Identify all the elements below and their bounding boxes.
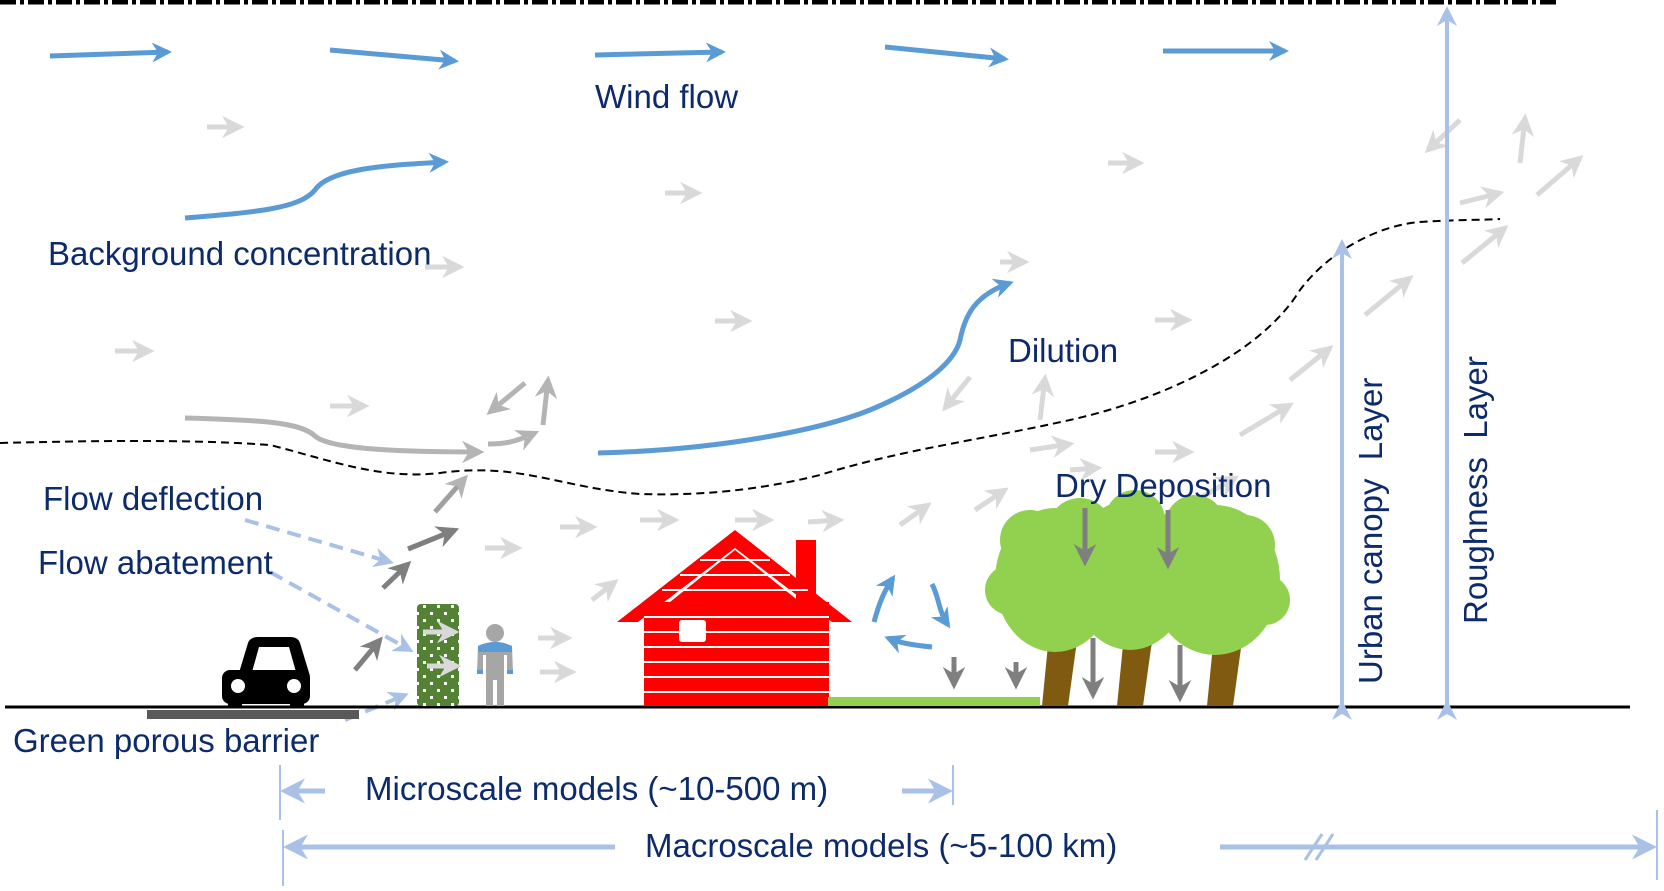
recirculation-arrows [871,574,951,654]
grass-strip [828,697,1040,706]
deposition-arrows [942,657,1028,690]
flow-abatement-leader [269,570,414,652]
gray-arrow [1238,402,1294,438]
gray-arrow [1424,118,1462,154]
roughness-layer-label: Roughness Layer [1457,356,1494,624]
gray-arrow [807,509,845,533]
macroscale-scale-bar: Macroscale models (~5-100 km) [282,810,1658,886]
recirculation-arrow [929,582,951,629]
flow-deflection-label: Flow deflection [43,480,263,517]
macroscale-models-label: Macroscale models (~5-100 km) [645,827,1117,864]
green-porous-barrier [417,604,462,706]
green-porous-barrier-label: Green porous barrier [13,722,319,759]
background-concentration-arrow [184,152,449,221]
vortex-arrow [487,430,540,451]
recirculation-arrow [884,634,933,654]
wind-arrow [594,42,726,63]
trees-icon [985,490,1290,706]
vortex-arrow [486,381,527,415]
wind-arrow [329,47,459,70]
vortex-arrows [486,375,558,451]
dry-deposition-label: Dry Deposition [1055,467,1271,504]
urban-canopy-layer-label: Urban canopy Layer [1352,378,1389,684]
deflection-arrow [381,560,412,590]
axis-break-icon [1303,833,1335,861]
road [147,710,359,719]
gray-arrow [973,487,1009,513]
gray-arrow [1288,345,1334,382]
wind-arrow [884,44,1009,68]
flow-abatement-label: Flow abatement [38,544,273,581]
deflection-arrow [407,526,460,552]
gray-arrow [1535,155,1584,197]
deflected-stream-arrow [184,415,485,464]
wind-arrow [49,42,172,63]
gray-arrow [1511,113,1535,164]
gray-arrow [590,579,619,602]
recirculation-arrow [871,574,896,623]
ambient-gray-arrows [115,113,1584,684]
gray-arrow [1069,458,1103,481]
gray-arrow [942,375,972,412]
deflection-arrow [353,636,383,672]
layer-height-arrows [1332,6,1457,720]
dilution-arrow [597,278,1014,456]
gray-arrow [898,502,932,528]
microscale-scale-bar: Microscale models (~10-500 m) [279,765,954,820]
background-concentration-label: Background concentration [48,235,431,272]
car-icon [222,637,310,708]
deflection-arrow [433,474,468,514]
vortex-arrow [534,375,558,426]
person-icon [477,624,513,706]
wind-flow-arrows [49,41,1289,70]
microscale-models-label: Microscale models (~10-500 m) [365,770,828,807]
flow-deflection-leader [244,518,394,568]
gray-arrow [1363,275,1414,317]
wind-flow-label: Wind flow [595,78,738,115]
gray-arrow [1031,373,1055,421]
gray-arrow [1029,435,1075,458]
gray-arrow [1459,186,1505,209]
deflection-arrows [353,474,468,672]
brick-house-icon [617,530,852,706]
gray-arrow [1460,225,1509,265]
dilution-label: Dilution [1008,332,1118,369]
